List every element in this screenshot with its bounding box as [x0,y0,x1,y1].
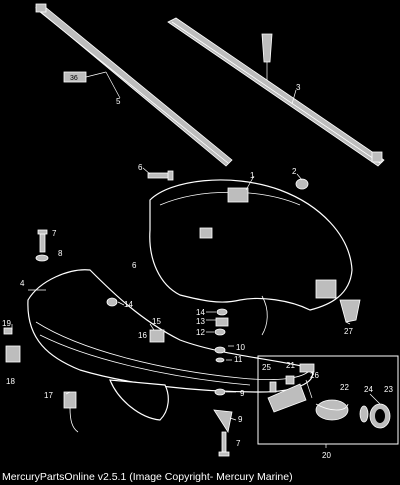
callout-9a: 9 [240,389,245,398]
tag-decal-left: 36 [63,71,87,83]
callout-2: 2 [292,167,297,176]
bolt-part-6 [147,170,174,181]
callout-23: 23 [384,385,393,394]
callout-3: 3 [296,83,301,92]
callout-6a: 6 [138,163,143,172]
clip-part-18 [3,327,21,363]
callout-19: 19 [2,319,11,328]
callout-25: 25 [262,363,271,372]
callout-22: 22 [340,383,349,392]
callout-18: 18 [6,377,15,386]
inset-assembly-part-20 [257,355,399,445]
nut-part-14 [106,297,118,307]
callout-27: 27 [344,327,353,336]
callout-26: 26 [310,371,319,380]
button-part-2 [295,178,309,190]
callout-16: 16 [138,331,147,340]
callout-9b: 9 [238,415,243,424]
upper-cowl-part-1 [149,179,353,336]
tag-label: 36 [70,75,78,82]
callout-17: 17 [44,391,53,400]
callout-14b: 14 [196,308,205,317]
washer-part-8 [35,254,49,262]
callout-24: 24 [364,385,373,394]
callout-21: 21 [286,361,295,370]
leader-lines [11,71,381,448]
callout-11: 11 [234,355,243,364]
callout-4: 4 [20,279,25,288]
seal-strip-part-5 [35,3,233,167]
callout-8: 8 [58,249,63,258]
shim-part-9 [213,388,233,457]
seal-strip-part-3 [167,17,385,167]
callout-12: 12 [196,328,205,337]
callout-7a: 7 [52,229,57,238]
callout-14a: 14 [124,300,133,309]
tag-decal-top [261,33,273,80]
handle-part-27 [339,299,361,323]
bracket-part-16 [149,329,165,343]
callout-6b: 6 [132,261,137,270]
callout-labels: 1 2 3 5 6 6 7 8 4 14 19 15 16 18 17 14 1… [2,83,393,460]
callout-5: 5 [116,97,121,106]
callout-7b: 7 [236,439,241,448]
callout-13: 13 [196,317,205,326]
callout-15: 15 [152,317,161,326]
bolt-part-7 [35,229,49,262]
callout-1: 1 [250,171,255,180]
callout-20: 20 [322,451,331,460]
callout-10: 10 [236,343,245,352]
connector-part-17 [63,391,79,433]
fastener-stack [214,308,229,363]
exploded-parts-diagram: 36 [2,3,399,460]
image-caption: MercuryPartsOnline v2.5.1 (Image Copyrig… [2,471,293,483]
